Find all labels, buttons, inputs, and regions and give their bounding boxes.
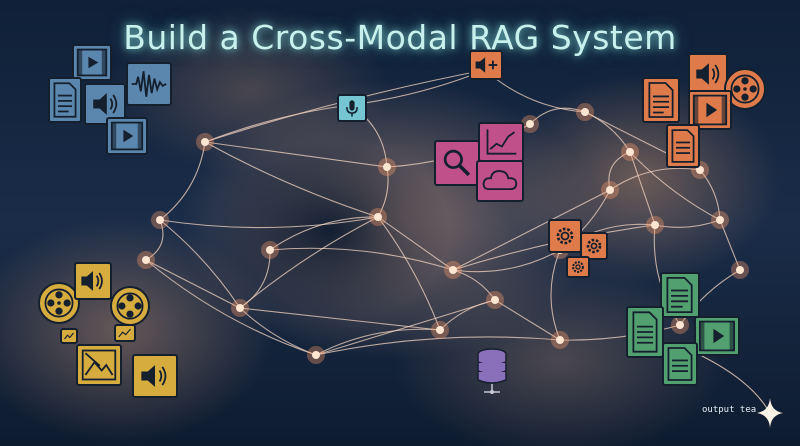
- network-node: [696, 166, 704, 174]
- network-edge: [204, 141, 379, 218]
- speaker-icon: [132, 354, 178, 398]
- line-chart-icon: [478, 122, 524, 162]
- network-node: [449, 266, 457, 274]
- network-node: [676, 321, 684, 329]
- network-edge: [559, 324, 681, 341]
- network-edge: [145, 259, 317, 356]
- cloud-icon: [476, 160, 524, 202]
- video-icon: [694, 316, 740, 356]
- network-edge: [584, 111, 631, 153]
- document-icon: [662, 342, 698, 386]
- document-icon: [660, 272, 700, 318]
- speaker-icon: [688, 53, 728, 95]
- film-reel-icon: [110, 286, 150, 326]
- database-icon: [474, 346, 510, 398]
- network-edge: [239, 249, 271, 309]
- network-edge: [699, 354, 769, 411]
- network-node: [626, 148, 634, 156]
- network-edge: [204, 141, 388, 168]
- network-edge: [494, 299, 561, 341]
- network-node: [651, 221, 659, 229]
- network-edge: [239, 307, 441, 331]
- network-node: [142, 256, 150, 264]
- network-edge: [315, 299, 496, 356]
- network-edge: [269, 247, 454, 271]
- network-edge: [239, 216, 379, 309]
- network-edge: [608, 151, 631, 191]
- network-edge: [699, 169, 721, 221]
- document-icon: [48, 77, 82, 123]
- network-node: [312, 351, 320, 359]
- network-edge: [377, 216, 441, 331]
- speaker-icon: [74, 262, 112, 300]
- network-node: [526, 120, 534, 128]
- document-icon: [642, 77, 680, 123]
- output-caption: output tea: [702, 405, 757, 415]
- network-edge: [609, 167, 701, 191]
- document-icon: [626, 306, 664, 358]
- image-icon: [76, 344, 122, 386]
- network-edge: [629, 151, 721, 221]
- network-node: [736, 266, 744, 274]
- network-edge: [145, 259, 241, 309]
- audio-waveform-icon: [126, 62, 172, 106]
- network-edge: [529, 107, 586, 125]
- network-edge: [204, 104, 351, 143]
- network-node: [581, 108, 589, 116]
- page-title: Build a Cross-Modal RAG System: [123, 18, 677, 57]
- network-node: [606, 186, 614, 194]
- gear-icon: [566, 256, 590, 278]
- gear-icon: [580, 232, 608, 260]
- network-node: [491, 296, 499, 304]
- sparkle-icon: [757, 398, 783, 428]
- microphone-icon: [337, 94, 367, 122]
- network-node: [236, 304, 244, 312]
- network-node: [383, 163, 391, 171]
- network-node: [266, 246, 274, 254]
- network-node: [201, 138, 209, 146]
- network-edge: [377, 216, 454, 271]
- network-edge: [159, 141, 206, 221]
- image-icon: [114, 324, 136, 342]
- network-edge: [719, 219, 741, 271]
- network-edges: [145, 69, 769, 411]
- film-reel-icon: [38, 282, 80, 324]
- network-edge: [439, 299, 496, 331]
- network-edge: [452, 249, 561, 273]
- video-icon: [106, 117, 148, 155]
- network-edge: [349, 69, 486, 106]
- network-edge: [269, 216, 379, 251]
- network-edge: [145, 219, 164, 261]
- network-edge: [452, 189, 611, 271]
- network-edge: [679, 269, 741, 326]
- network-edge: [315, 336, 561, 356]
- network-node: [716, 216, 724, 224]
- network-edge: [377, 166, 389, 218]
- network-node: [374, 213, 382, 221]
- network-node: [156, 216, 164, 224]
- add-audio-icon: [469, 50, 503, 80]
- network-edge: [159, 219, 241, 309]
- network-node: [436, 326, 444, 334]
- search-icon: [434, 140, 480, 186]
- network-node: [556, 336, 564, 344]
- network-edge: [550, 249, 561, 341]
- video-icon: [72, 44, 112, 81]
- gear-icon: [548, 219, 582, 253]
- image-icon: [60, 328, 78, 344]
- network-edge: [315, 328, 441, 356]
- video-icon: [688, 90, 732, 130]
- network-edge: [452, 269, 496, 301]
- network-edge: [159, 216, 379, 229]
- network-edge: [629, 151, 656, 226]
- document-icon: [666, 124, 700, 168]
- network-edge: [654, 219, 721, 228]
